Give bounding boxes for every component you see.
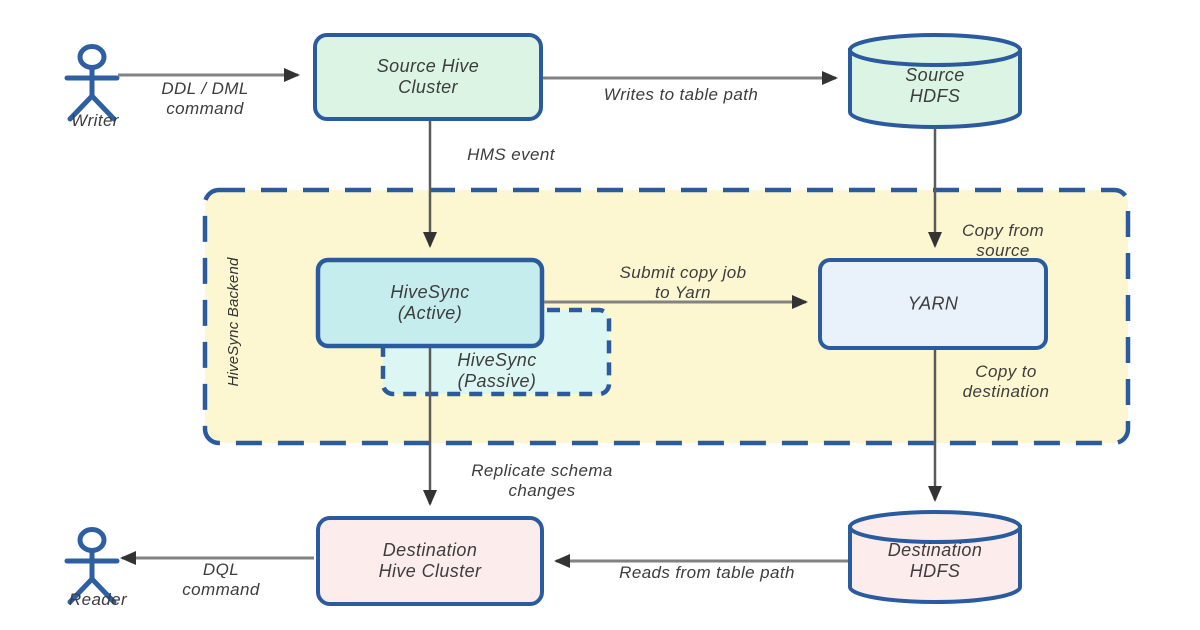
node-destination-hive-cluster <box>316 516 544 606</box>
node-source-hive-cluster <box>313 33 543 121</box>
cylinder-destination-hdfs-icon <box>848 510 1022 604</box>
node-yarn <box>818 258 1048 350</box>
cylinder-source-hdfs-icon <box>848 33 1022 129</box>
reader-actor-icon <box>64 527 120 605</box>
writer-actor-icon <box>64 44 120 122</box>
node-hivesync-active <box>315 257 545 349</box>
